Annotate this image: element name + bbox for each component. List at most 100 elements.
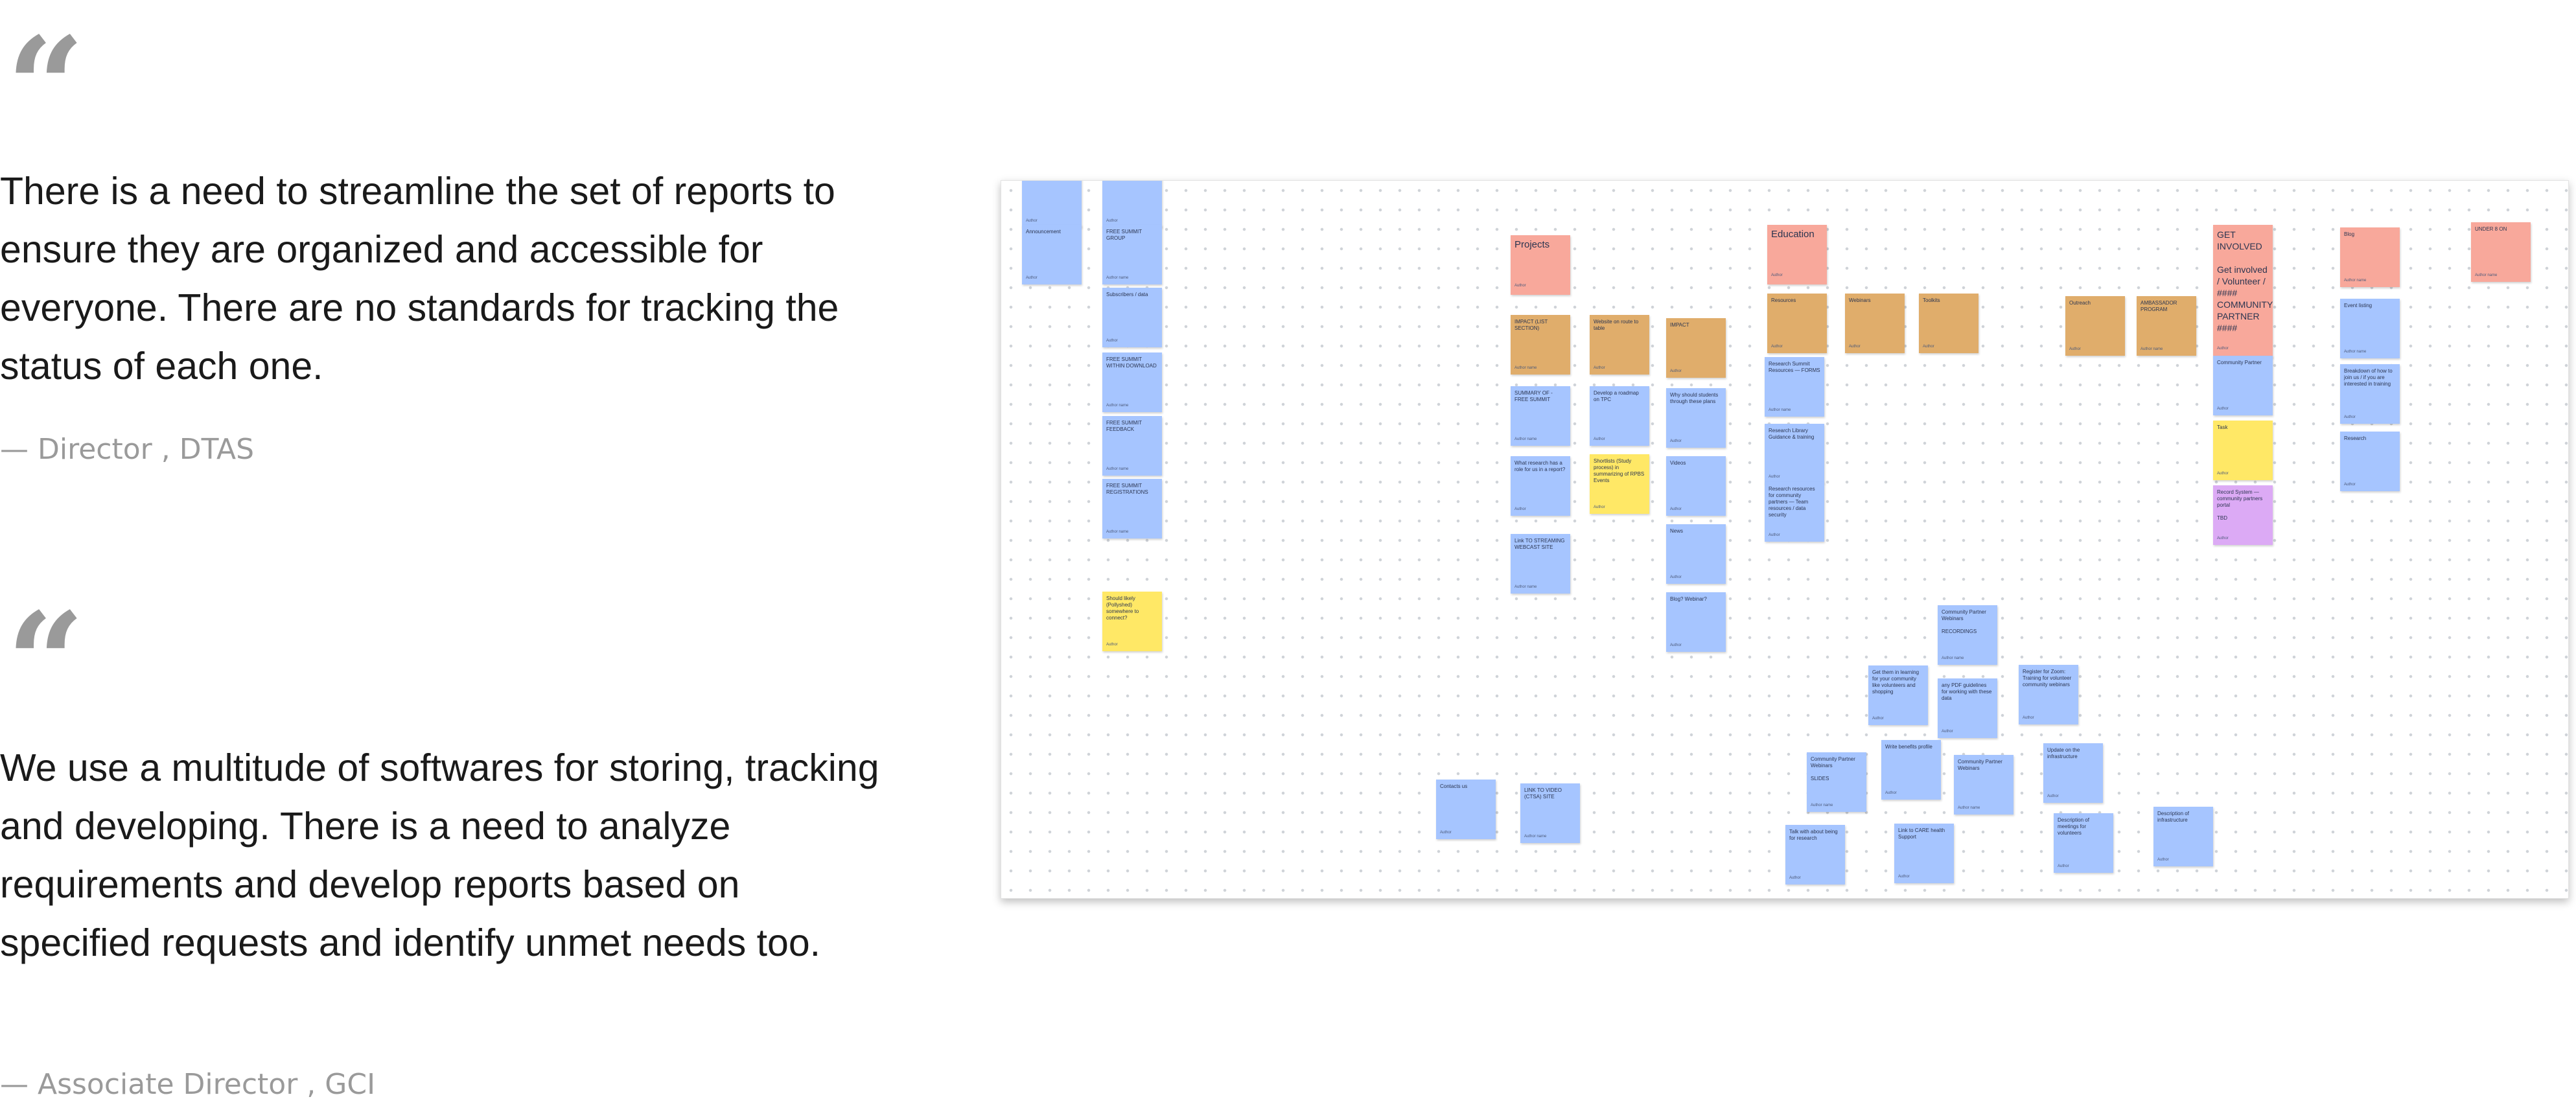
sticky-note-text: Resources [1771,297,1796,303]
sticky-note[interactable]: Author [1022,181,1082,227]
sticky-note-author: Author name [2344,350,2367,354]
sticky-note-text: What research has a role for us in a rep… [1514,460,1566,472]
sticky-note-text: SUMMARY OF - FREE SUMMIT [1514,390,1553,402]
sticky-note[interactable]: FREE SUMMIT FEEDBACK Author name [1102,416,1162,476]
sticky-note-author: Author [1670,507,1682,511]
sticky-note-text: Webinars [1849,297,1871,303]
sticky-note[interactable]: Breakdown of how to join us / if you are… [2340,364,2400,424]
sticky-note-author: Author name [1106,467,1129,471]
sticky-note-author: Author [1885,791,1897,795]
sticky-note[interactable]: Contacts us Author [1436,780,1496,839]
sticky-note-text: Contacts us [1440,783,1468,789]
sticky-note[interactable]: any PDF guidelines for working with thes… [1938,678,1997,738]
sticky-note-author: Author [1923,345,1934,349]
sticky-note-author: Author [1670,369,1682,373]
sticky-note-text: Should likely (Pollyshed) somewhere to c… [1106,595,1139,621]
sticky-note-text: Community Partner Webinars RECORDINGS [1942,609,1986,634]
sticky-note[interactable]: Register for Zoom: Training for voluntee… [2019,665,2078,724]
sticky-note-author: Author [1440,831,1452,835]
sticky-note[interactable]: Blog? Webinar?Author [1666,592,1726,652]
sticky-note-text: Link to CARE health Support [1898,827,1945,840]
sticky-note-text: Outreach [2069,300,2091,306]
sticky-note-author: Author name [2344,279,2367,283]
sticky-note-author: Author [1026,219,1038,223]
sticky-note-text: FREE SUMMIT FEEDBACK [1106,420,1142,432]
sticky-note[interactable]: Should likely (Pollyshed) somewhere to c… [1102,592,1162,651]
sticky-note-text: Community Partner Webinars SLIDES [1811,756,1855,781]
sticky-note[interactable]: Research resources for community partner… [1765,482,1824,542]
sticky-note-author: Author [1594,505,1605,509]
sticky-note-text: Website on route to table [1594,319,1639,331]
sticky-note-text: IMPACT (LIST SECTION) [1514,319,1548,331]
testimonial-quote: We use a multitude of softwares for stor… [0,746,879,964]
sticky-note[interactable]: Record System — community partners porta… [2213,485,2273,545]
sticky-note-author: Author [2069,347,2081,351]
sticky-note-author: Author [1670,643,1682,647]
sticky-note-text: Research [2344,435,2367,441]
sticky-note-text: Videos [1670,460,1686,466]
sticky-note[interactable]: Shortlists (Study process) in summarizin… [1590,454,1649,514]
sticky-note-text: GET INVOLVED Get involved / Volunteer / … [2217,229,2273,333]
testimonial-quote: There is a need to streamline the set of… [0,170,839,387]
sticky-note[interactable]: What research has a role for us in a rep… [1511,456,1570,516]
sticky-note[interactable]: IMPACT (LIST SECTION) Author name [1511,315,1570,375]
sticky-note-author: Author name [1769,408,1791,412]
sticky-note-text: News [1670,528,1684,534]
sticky-note-author: Author [1514,507,1526,511]
sticky-note[interactable]: Get them in learning for your community … [1868,665,1928,725]
sticky-note[interactable]: GET INVOLVED Get involved / Volunteer / … [2213,225,2273,358]
sticky-note-text: Community Partner Webinars [1958,759,2002,771]
sticky-note[interactable]: SUMMARY OF - FREE SUMMIT Author name [1511,386,1570,446]
sticky-note[interactable]: Author [1102,181,1162,227]
sticky-note-author: Author name [2141,347,2163,351]
sticky-note-author: Author [2058,864,2069,868]
sticky-note-text: Why should students through these plans [1670,392,1719,404]
sticky-note-text: any PDF guidelines for working with thes… [1942,682,1992,701]
sticky-note-text: UNDER 8 ON [2475,226,2507,232]
sticky-note-author: Author name [1106,404,1129,408]
sticky-note-author: Author name [1514,366,1537,370]
sticky-note-author: Author [1849,345,1861,349]
sticky-note-author: Author name [1514,437,1537,441]
sticky-note-author: Author [1106,339,1118,343]
sticky-note-author: Author [1594,437,1605,441]
